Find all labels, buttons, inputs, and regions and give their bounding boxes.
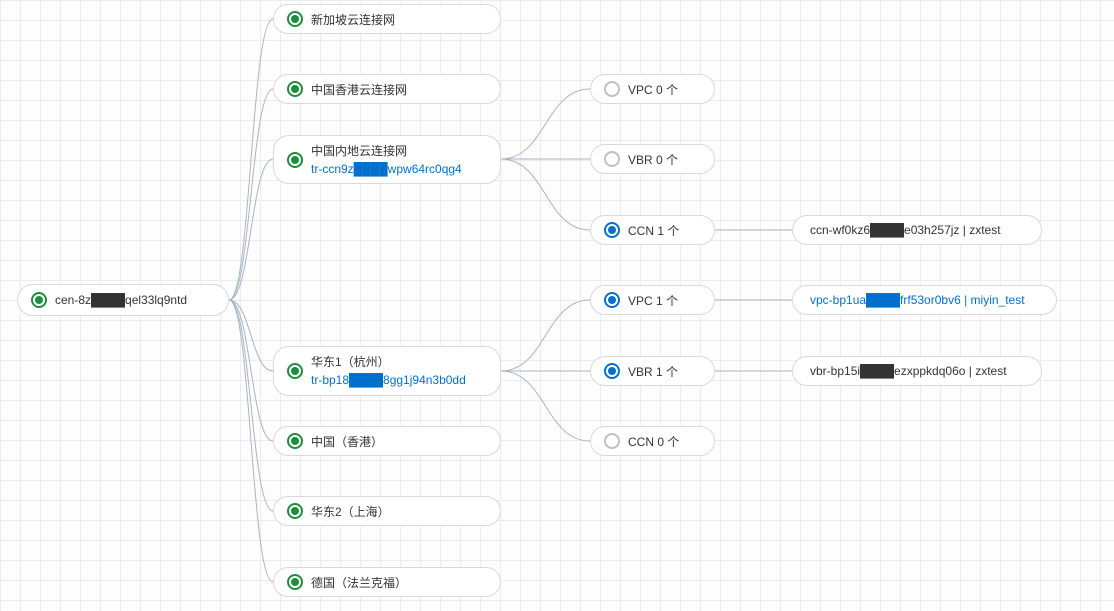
type-node-ccn[interactable]: CCN 0 个 xyxy=(590,426,715,456)
region-label: 中国香港云连接网 xyxy=(311,82,408,97)
root-to-region-connector xyxy=(228,299,274,583)
region-node-hongkong-network[interactable]: 中国香港云连接网 xyxy=(273,74,501,104)
type-label: VBR 0 个 xyxy=(628,152,679,167)
transit-router-link[interactable]: tr-bp18████8gg1j94n3b0dd xyxy=(311,373,466,387)
region-node-east-china-2[interactable]: 华东2（上海） xyxy=(273,496,501,526)
region-to-type-connector xyxy=(500,158,591,231)
status-radio-icon xyxy=(31,292,47,308)
status-radio-icon xyxy=(287,574,303,590)
instance-link[interactable]: vpc-bp1ua████frf53or0bv6 | miyin_test xyxy=(810,293,1025,307)
radio-empty-icon xyxy=(604,433,620,449)
status-radio-icon xyxy=(287,503,303,519)
instance-node-vpc[interactable]: vpc-bp1ua████frf53or0bv6 | miyin_test xyxy=(792,285,1057,315)
root-to-region-connector xyxy=(228,299,274,372)
region-node-china-hongkong[interactable]: 中国（香港） xyxy=(273,426,501,456)
instance-node-ccn[interactable]: ccn-wf0kz6████e03h257jz | zxtest xyxy=(792,215,1042,245)
region-node-germany-frankfurt[interactable]: 德国（法兰克福） xyxy=(273,567,501,597)
type-label: CCN 1 个 xyxy=(628,223,680,238)
instance-label: ccn-wf0kz6████e03h257jz | zxtest xyxy=(810,223,1001,237)
root-to-region-connector xyxy=(228,18,274,301)
type-label: VPC 0 个 xyxy=(628,82,679,97)
radio-empty-icon xyxy=(604,151,620,167)
status-radio-icon xyxy=(287,363,303,379)
type-label: CCN 0 个 xyxy=(628,434,680,449)
root-to-region-connector xyxy=(228,299,274,442)
region-node-mainland-network[interactable]: 中国内地云连接网 tr-ccn9z████wpw64rc0qg4 xyxy=(273,135,501,184)
status-radio-icon xyxy=(287,11,303,27)
instance-label: vbr-bp15i████ezxppkdq06o | zxtest xyxy=(810,364,1007,378)
region-label: 中国内地云连接网 xyxy=(311,143,408,158)
status-radio-icon xyxy=(287,433,303,449)
type-node-vbr[interactable]: VBR 1 个 xyxy=(590,356,715,386)
radio-empty-icon xyxy=(604,81,620,97)
region-label: 华东2（上海） xyxy=(311,504,390,519)
root-to-region-connector xyxy=(228,88,274,301)
type-label: VBR 1 个 xyxy=(628,364,679,379)
type-node-vbr[interactable]: VBR 0 个 xyxy=(590,144,715,174)
status-radio-icon xyxy=(287,151,303,168)
region-label: 德国（法兰克福） xyxy=(311,575,408,590)
region-node-singapore[interactable]: 新加坡云连接网 xyxy=(273,4,501,34)
root-label: cen-8z████qel33lq9ntd xyxy=(55,293,188,307)
region-to-type-connector xyxy=(500,88,591,160)
type-label: VPC 1 个 xyxy=(628,293,679,308)
root-node-cen[interactable]: cen-8z████qel33lq9ntd xyxy=(17,284,229,316)
radio-selected-icon xyxy=(604,222,620,238)
instance-node-vbr[interactable]: vbr-bp15i████ezxppkdq06o | zxtest xyxy=(792,356,1042,386)
region-label: 华东1（杭州） xyxy=(311,355,390,369)
radio-selected-icon xyxy=(604,292,620,308)
region-to-type-connector xyxy=(500,370,591,442)
type-node-vpc[interactable]: VPC 0 个 xyxy=(590,74,715,104)
status-radio-icon xyxy=(287,81,303,97)
type-node-ccn[interactable]: CCN 1 个 xyxy=(590,215,715,245)
root-to-region-connector xyxy=(228,299,274,512)
radio-selected-icon xyxy=(604,363,620,379)
type-node-vpc[interactable]: VPC 1 个 xyxy=(590,285,715,315)
transit-router-link[interactable]: tr-ccn9z████wpw64rc0qg4 xyxy=(311,161,462,176)
region-node-east-china-1[interactable]: 华东1（杭州） tr-bp18████8gg1j94n3b0dd xyxy=(273,346,501,396)
region-to-type-connector xyxy=(500,299,591,372)
region-label: 新加坡云连接网 xyxy=(311,12,396,27)
root-to-region-connector xyxy=(228,158,274,301)
region-label: 中国（香港） xyxy=(311,434,384,449)
